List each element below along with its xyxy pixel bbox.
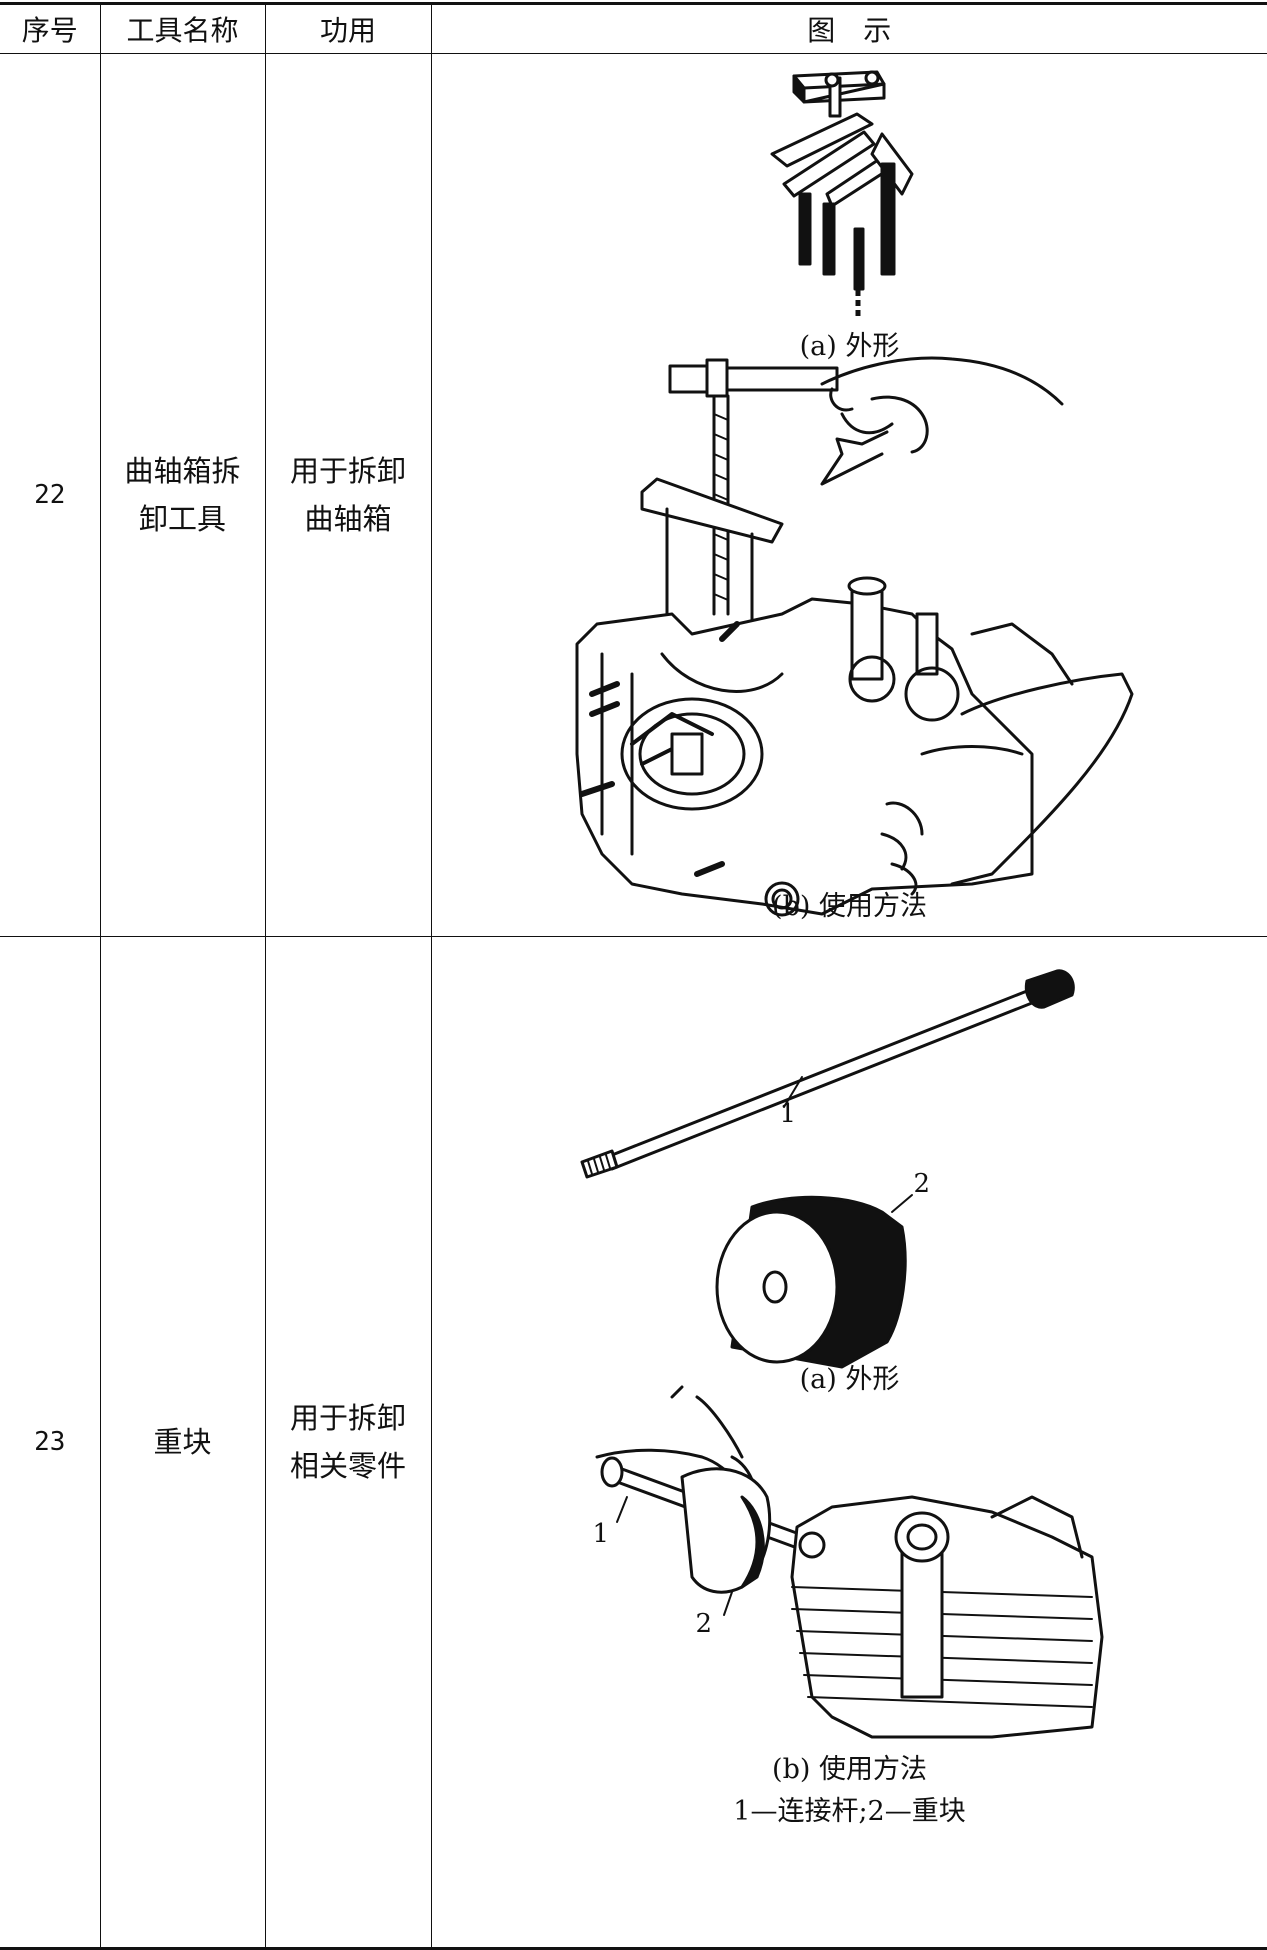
crankcase-usage-drawing [432, 54, 1267, 936]
row-index: 23 [0, 937, 100, 1949]
header-index: 序号 [0, 4, 100, 54]
tool-name-line: 重块 [101, 1418, 265, 1466]
tool-name-line: 曲轴箱拆 [101, 447, 265, 495]
tool-name-line: 卸工具 [101, 495, 265, 543]
label-connecting-rod-usage: 1 [593, 1519, 610, 1549]
function-line: 相关零件 [266, 1442, 431, 1490]
function-line: 用于拆卸 [266, 447, 431, 495]
figure-crankcase-tool: (a) 外形 [432, 54, 1267, 936]
table-row: 23 重块 用于拆卸 相关零件 [0, 937, 1267, 1949]
row-figure: (a) 外形 [431, 54, 1267, 937]
caption-b: (b) 使用方法 [700, 1747, 1000, 1786]
row-tool-name: 重块 [100, 937, 265, 1949]
function-line: 曲轴箱 [266, 495, 431, 543]
header-figure: 图 示 [431, 4, 1267, 54]
figure-weight-tool: 1 2 (a) 外形 [432, 937, 1267, 1947]
table-row: 22 曲轴箱拆 卸工具 用于拆卸 曲轴箱 [0, 54, 1267, 937]
header-function: 功用 [265, 4, 431, 54]
row-figure: 1 2 (a) 外形 [431, 937, 1267, 1949]
row-function: 用于拆卸 曲轴箱 [265, 54, 431, 937]
row-function: 用于拆卸 相关零件 [265, 937, 431, 1949]
function-line: 用于拆卸 [266, 1394, 431, 1442]
table-header-row: 序号 工具名称 功用 图 示 [0, 4, 1267, 54]
header-tool-name: 工具名称 [100, 4, 265, 54]
row-tool-name: 曲轴箱拆 卸工具 [100, 54, 265, 937]
figure-legend: 1—连接杆;2—重块 [650, 1789, 1050, 1828]
caption-b: (b) 使用方法 [700, 884, 1000, 923]
label-weight-usage: 2 [696, 1609, 713, 1639]
row-index: 22 [0, 54, 100, 937]
